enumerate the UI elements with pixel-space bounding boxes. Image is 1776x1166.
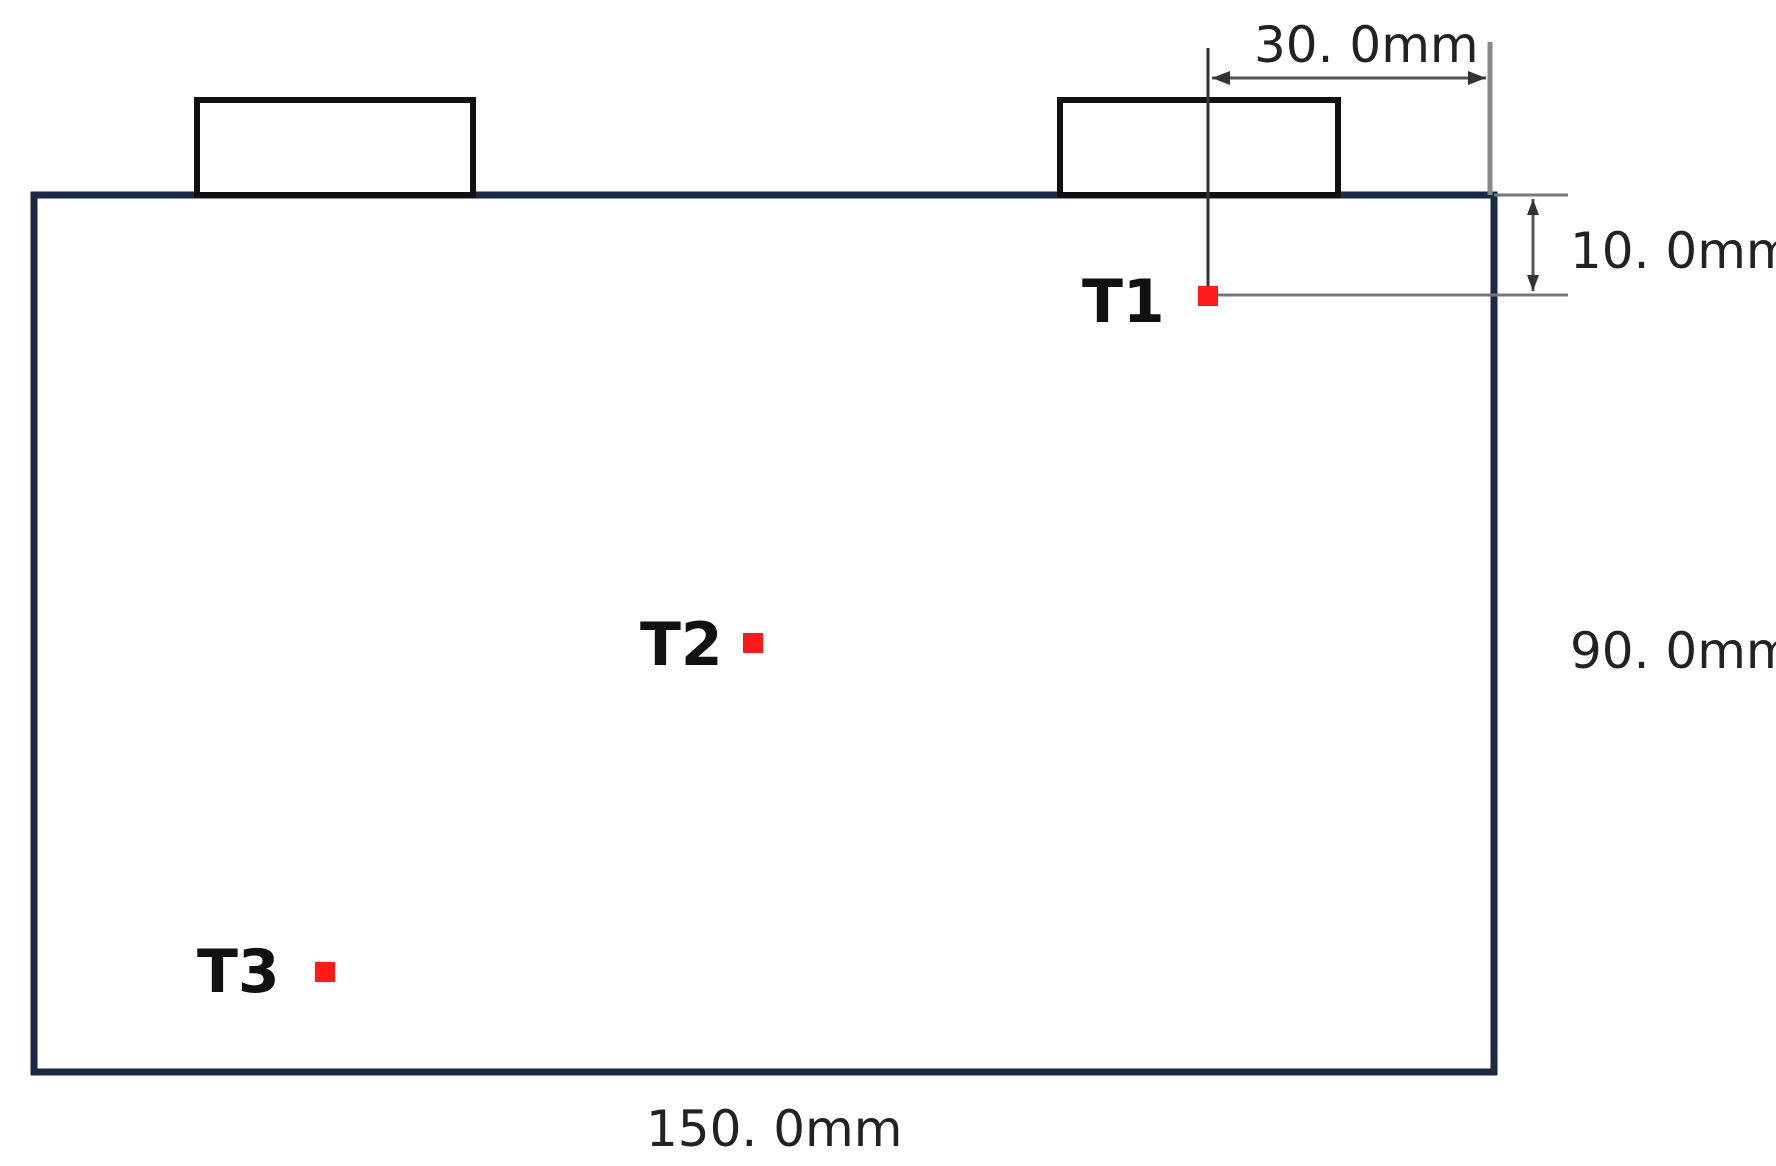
t1-marker	[1198, 286, 1218, 306]
t2-marker	[743, 633, 763, 653]
t1-dimension-lines	[1206, 42, 1568, 297]
left-tab	[194, 97, 476, 198]
t1-label: T1	[1082, 267, 1165, 337]
offset-x-arrow-left	[1212, 71, 1230, 85]
t3-marker	[315, 962, 335, 982]
offset-x-arrow-right	[1468, 71, 1486, 85]
height-label: 90. 0mm	[1570, 622, 1776, 680]
cell-body	[30, 191, 1498, 1076]
t3-label: T3	[197, 937, 280, 1007]
offset-y-label: 10. 0mm	[1570, 222, 1776, 280]
width-label: 150. 0mm	[646, 1100, 902, 1158]
offset-y-arrow-bottom	[1527, 275, 1539, 291]
t2-label: T2	[640, 610, 723, 680]
offset-y-arrow-top	[1527, 199, 1539, 215]
offset-x-label: 30. 0mm	[1254, 16, 1479, 74]
right-tab	[1057, 97, 1341, 198]
